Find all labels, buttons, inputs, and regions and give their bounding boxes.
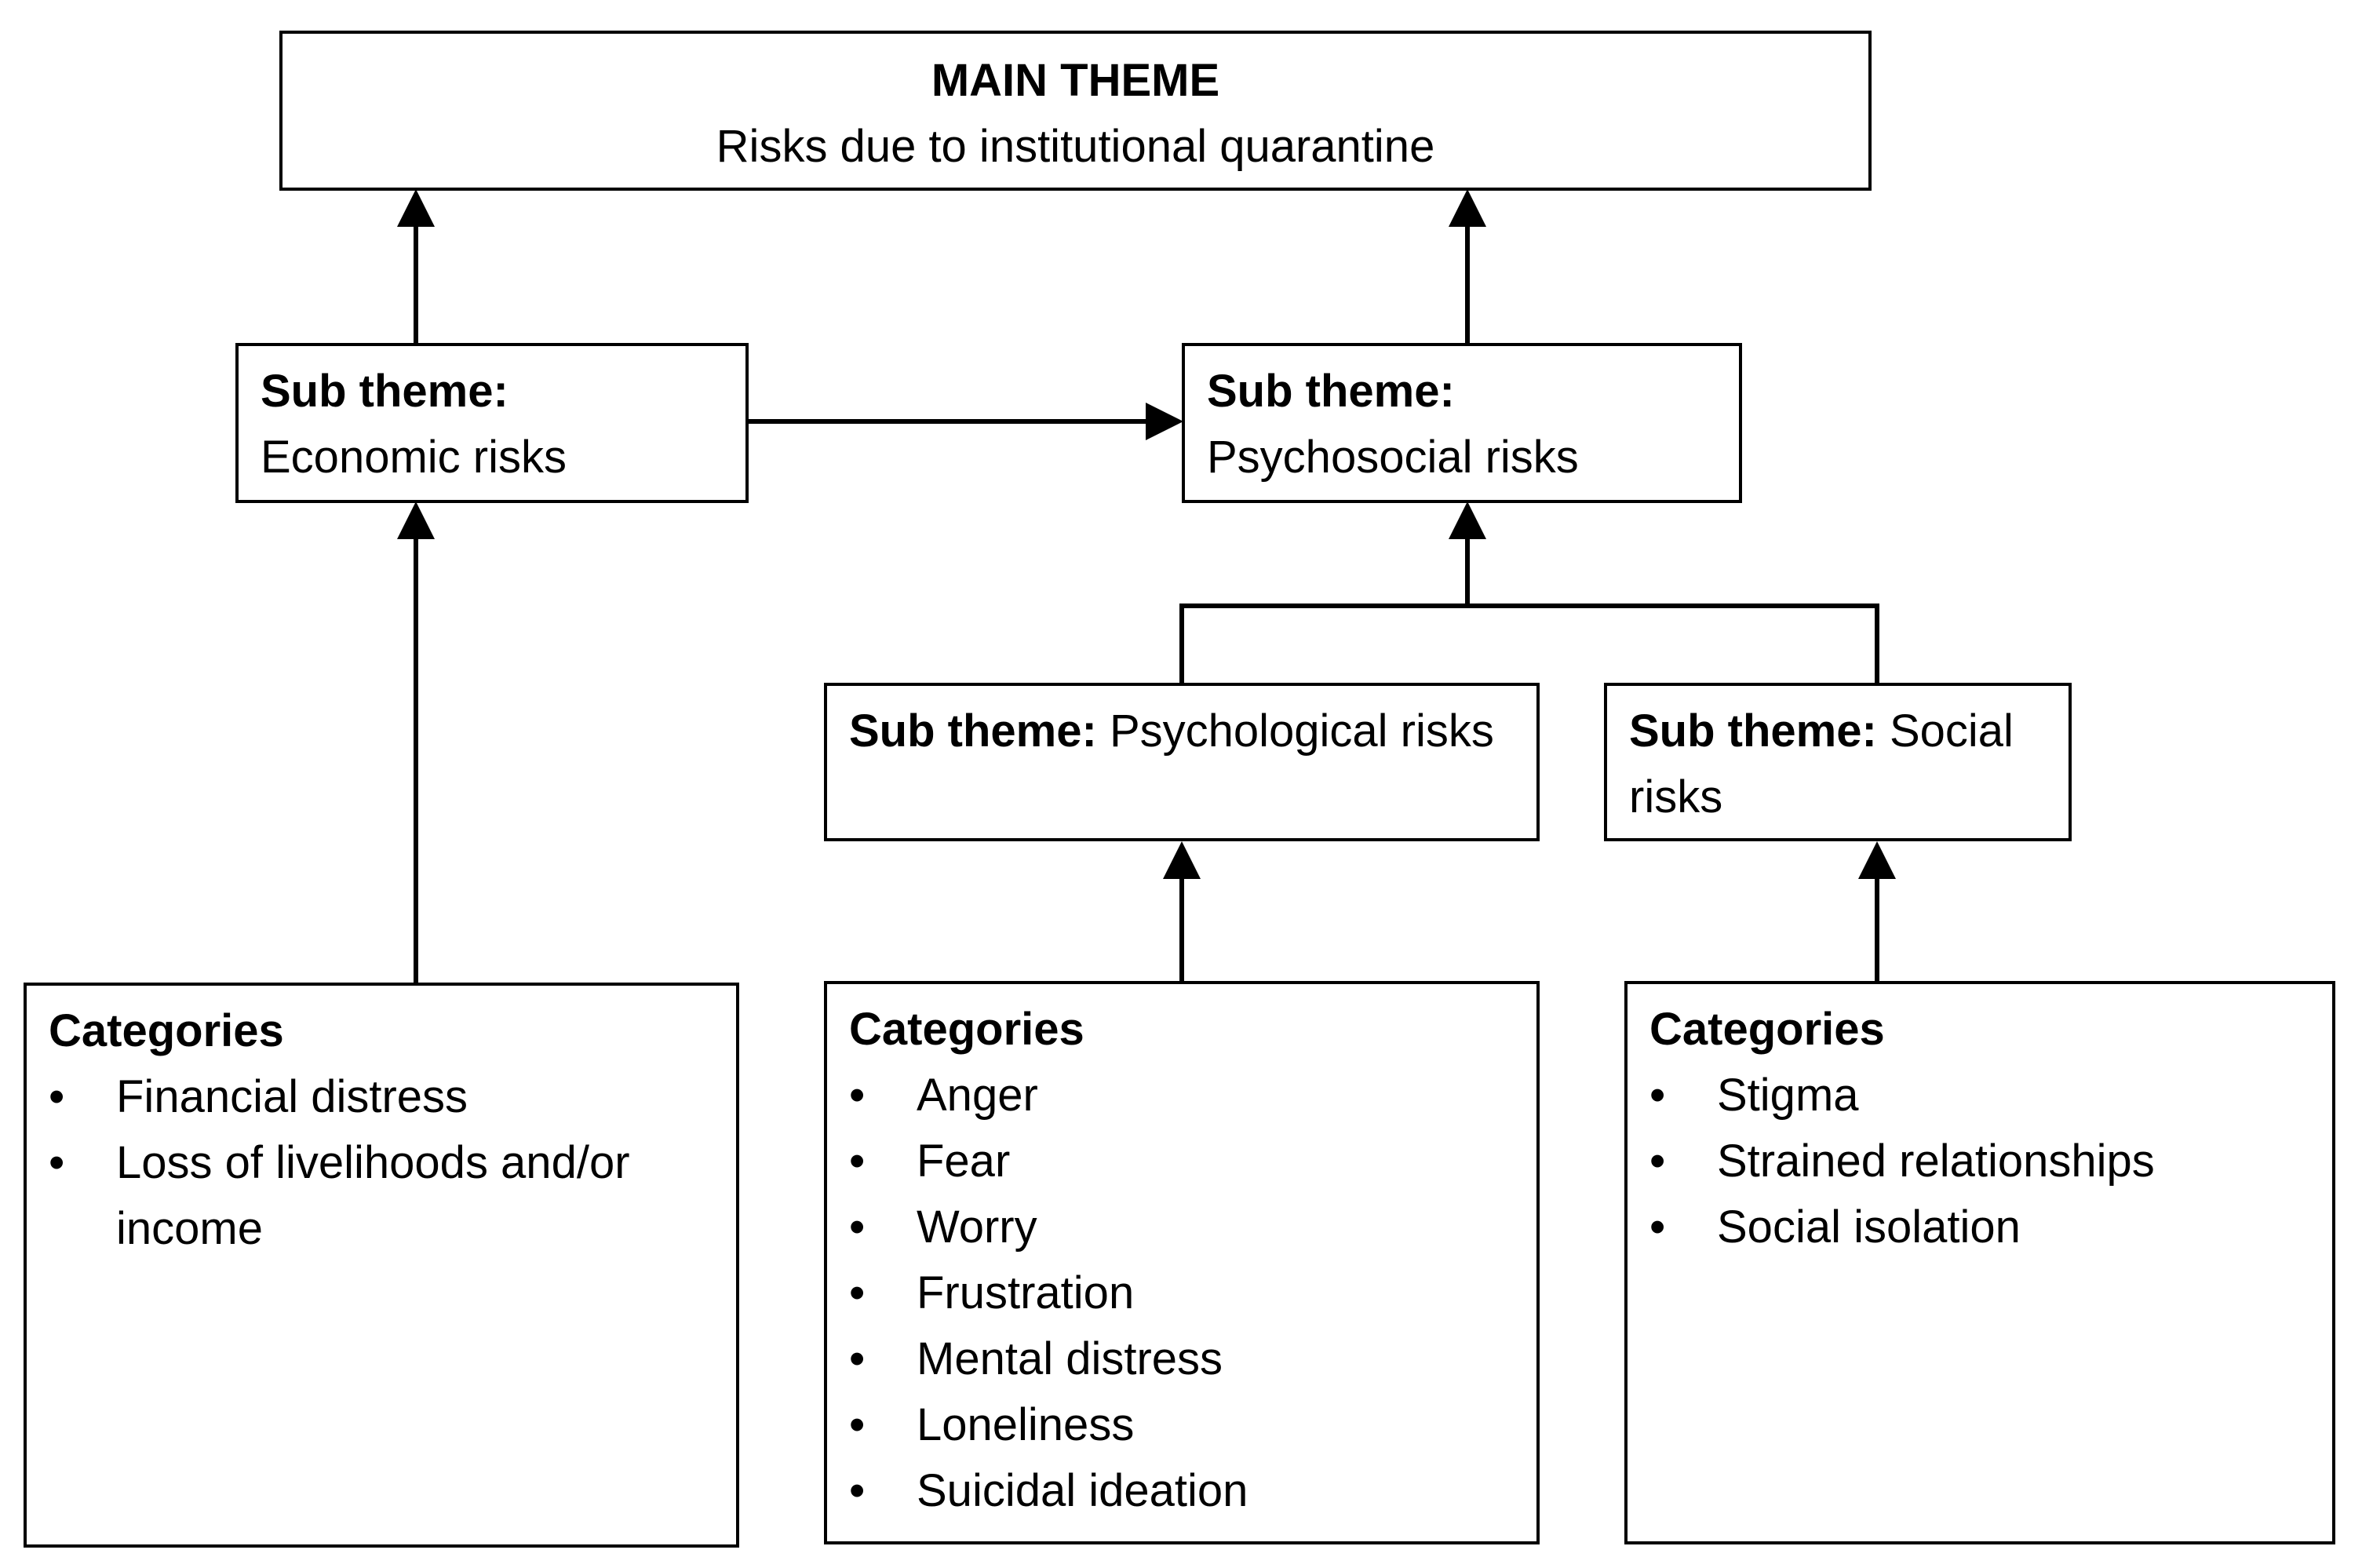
bracket-psychological-social bbox=[1179, 603, 1879, 683]
sub-theme-label: Sub theme: bbox=[1207, 366, 1455, 417]
categories-economic-box: Categories • Financial distress • Loss o… bbox=[24, 983, 739, 1548]
list-item: • Strained relationships bbox=[1649, 1129, 2332, 1194]
list-item: • Financial distress bbox=[49, 1064, 681, 1130]
categories-heading: Categories bbox=[849, 1004, 1084, 1055]
sub-theme-label: Sub theme: bbox=[1629, 706, 1877, 757]
list-item: • Loss of livelihoods and/or income bbox=[49, 1130, 681, 1262]
sub-theme-label: Sub theme: bbox=[849, 706, 1097, 757]
bullet-icon: • bbox=[849, 1399, 866, 1450]
list-item-text: Loss of livelihoods and/or income bbox=[116, 1137, 630, 1254]
list-item: • Frustration bbox=[849, 1260, 1536, 1326]
bullet-icon: • bbox=[849, 1465, 866, 1516]
sub-theme-psychological-text: Psychological risks bbox=[1109, 706, 1494, 757]
list-item-text: Fear bbox=[917, 1136, 1011, 1187]
bullet-icon: • bbox=[49, 1071, 65, 1122]
bullet-icon: • bbox=[1649, 1136, 1666, 1187]
sub-theme-psychological-box: Sub theme: Psychological risks bbox=[824, 683, 1540, 841]
list-item: • Stigma bbox=[1649, 1063, 2332, 1129]
list-item-text: Anger bbox=[917, 1070, 1038, 1121]
list-item: • Suicidal ideation bbox=[849, 1458, 1536, 1524]
list-item: • Loneliness bbox=[849, 1392, 1536, 1458]
list-item: • Mental distress bbox=[849, 1326, 1536, 1392]
main-theme-box: MAIN THEME Risks due to institutional qu… bbox=[279, 31, 1872, 191]
categories-social-box: Categories • Stigma • Strained relations… bbox=[1624, 981, 2335, 1544]
categories-psychological-box: Categories • Anger • Fear • Worry • Frus… bbox=[824, 981, 1540, 1544]
bullet-icon: • bbox=[849, 1202, 866, 1253]
main-theme-text: Risks due to institutional quarantine bbox=[716, 121, 1435, 172]
categories-heading: Categories bbox=[49, 1005, 284, 1056]
sub-theme-economic-text: Economic risks bbox=[261, 432, 567, 483]
categories-economic-list: • Financial distress • Loss of livelihoo… bbox=[49, 1064, 736, 1262]
list-item-text: Suicidal ideation bbox=[917, 1465, 1248, 1516]
list-item: • Social isolation bbox=[1649, 1194, 2332, 1260]
list-item-text: Social isolation bbox=[1717, 1202, 2021, 1253]
sub-theme-social-text: Social risks bbox=[1629, 706, 2014, 822]
bullet-icon: • bbox=[849, 1333, 866, 1384]
categories-heading: Categories bbox=[1649, 1004, 1885, 1055]
categories-social-list: • Stigma • Strained relationships • Soci… bbox=[1649, 1063, 2332, 1260]
sub-theme-psychosocial-text: Psychosocial risks bbox=[1207, 432, 1579, 483]
bullet-icon: • bbox=[1649, 1202, 1666, 1253]
list-item-text: Frustration bbox=[917, 1267, 1135, 1318]
list-item-text: Strained relationships bbox=[1717, 1136, 2155, 1187]
list-item-text: Mental distress bbox=[917, 1333, 1223, 1384]
bullet-icon: • bbox=[49, 1137, 65, 1188]
sub-theme-label: Sub theme: bbox=[261, 366, 508, 417]
sub-theme-psychosocial-box: Sub theme: Psychosocial risks bbox=[1182, 343, 1742, 503]
sub-theme-social-box: Sub theme: Social risks bbox=[1604, 683, 2072, 841]
bullet-icon: • bbox=[849, 1136, 866, 1187]
bullet-icon: • bbox=[849, 1070, 866, 1121]
main-theme-heading: MAIN THEME bbox=[931, 55, 1220, 106]
bullet-icon: • bbox=[1649, 1070, 1666, 1121]
list-item-text: Worry bbox=[917, 1202, 1037, 1253]
list-item: • Fear bbox=[849, 1129, 1536, 1194]
sub-theme-economic-box: Sub theme: Economic risks bbox=[235, 343, 749, 503]
bullet-icon: • bbox=[849, 1267, 866, 1318]
list-item: • Worry bbox=[849, 1194, 1536, 1260]
list-item-text: Financial distress bbox=[116, 1071, 468, 1122]
list-item: • Anger bbox=[849, 1063, 1536, 1129]
list-item-text: Stigma bbox=[1717, 1070, 1859, 1121]
list-item-text: Loneliness bbox=[917, 1399, 1135, 1450]
categories-psychological-list: • Anger • Fear • Worry • Frustration • M… bbox=[849, 1063, 1536, 1524]
